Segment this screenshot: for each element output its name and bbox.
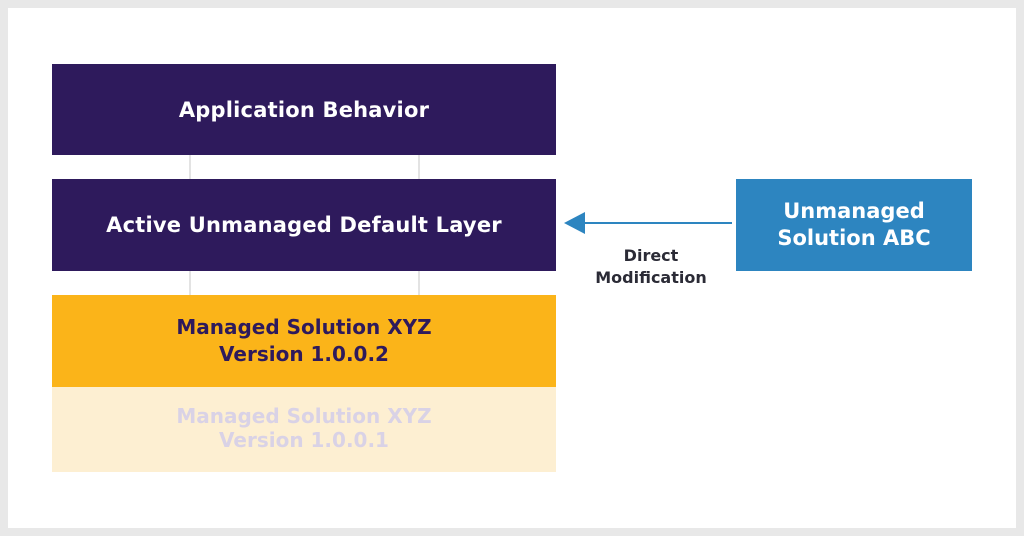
connector-line-right-lower xyxy=(418,270,420,296)
managed-solution-previous-version: Version 1.0.0.1 xyxy=(219,428,389,452)
connector-line-right-upper xyxy=(418,154,420,180)
managed-solution-current-layer: Managed Solution XYZ Version 1.0.0.2 xyxy=(52,295,556,387)
direct-modification-arrow xyxy=(564,212,732,234)
managed-solution-previous-name: Managed Solution XYZ xyxy=(176,404,432,428)
arrow-label-line2: Modification xyxy=(595,268,707,287)
connector-line-left-lower xyxy=(189,270,191,296)
active-unmanaged-layer-label: Active Unmanaged Default Layer xyxy=(106,213,502,237)
unmanaged-solution-name: Unmanaged xyxy=(783,199,925,223)
unmanaged-solution-box: Unmanaged Solution ABC xyxy=(736,179,972,271)
direct-modification-label: Direct Modification xyxy=(578,245,724,289)
arrow-label-line1: Direct xyxy=(623,246,679,265)
application-behavior-label: Application Behavior xyxy=(178,97,430,122)
active-unmanaged-layer: Active Unmanaged Default Layer xyxy=(52,179,556,271)
unmanaged-solution-subtitle: Solution ABC xyxy=(777,226,931,250)
managed-solution-previous-layer: Managed Solution XYZ Version 1.0.0.1 xyxy=(52,387,556,472)
application-behavior-layer: Application Behavior xyxy=(52,64,556,155)
diagram-canvas: Application Behavior Active Unmanaged De… xyxy=(8,8,1016,528)
managed-solution-current-version: Version 1.0.0.2 xyxy=(219,342,389,366)
connector-line-left-upper xyxy=(189,154,191,180)
arrowhead-left-icon xyxy=(564,212,585,234)
managed-solution-current-name: Managed Solution XYZ xyxy=(176,315,432,339)
